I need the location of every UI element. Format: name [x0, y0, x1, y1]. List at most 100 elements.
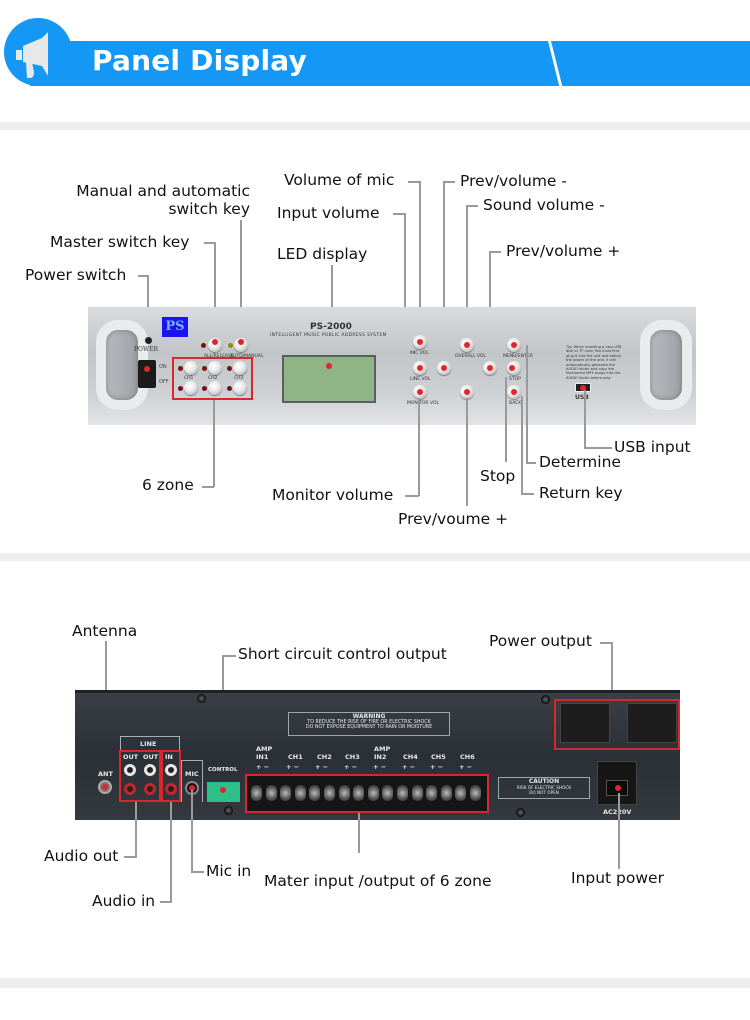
screw-terminal[interactable]: [367, 785, 379, 801]
screw-terminal[interactable]: [294, 785, 306, 801]
marker-dot: [238, 339, 244, 345]
power-outlet[interactable]: [560, 703, 610, 743]
terminal-group-label: CH3: [345, 753, 360, 761]
model-name: PS-2000: [310, 322, 352, 332]
prev-volume-minus-button[interactable]: [437, 361, 451, 375]
leader-line: [466, 205, 468, 345]
megaphone-icon: [16, 32, 48, 78]
mic-vol-button[interactable]: [413, 335, 427, 349]
mic-label: MIC: [185, 770, 199, 778]
stop-button[interactable]: [507, 361, 521, 375]
mic-frame: [181, 760, 203, 802]
audio-out-jack-red[interactable]: [144, 783, 156, 795]
caution-line: DO NOT OPEN: [529, 790, 559, 795]
leader-line: [358, 813, 360, 853]
back-button[interactable]: [507, 385, 521, 399]
terminal-labels: AMP IN1 CH1 CH2 CH3 AMP IN2 CH4 CH5 CH6 …: [250, 745, 486, 775]
master-switch-button[interactable]: [208, 338, 222, 352]
screw-terminal[interactable]: [265, 785, 277, 801]
section-separator: [0, 553, 750, 561]
callout-audio-out: Audio out: [44, 847, 119, 865]
screw-terminal[interactable]: [411, 785, 423, 801]
auto-manual-button[interactable]: [234, 338, 248, 352]
terminal-row: [251, 785, 487, 803]
zone-button-ch2[interactable]: [208, 361, 222, 375]
overall-vol-down-button[interactable]: [460, 385, 474, 399]
audio-in-jack-red[interactable]: [165, 783, 177, 795]
audio-out-jack-white[interactable]: [144, 764, 156, 776]
screw: [224, 806, 233, 815]
polarity-label: + −: [315, 763, 329, 771]
zone-button-ch6[interactable]: [233, 381, 247, 395]
control-terminal[interactable]: [207, 782, 240, 802]
leader-line: [466, 205, 478, 207]
leader-line: [418, 398, 420, 496]
audio-in-jack-white[interactable]: [165, 764, 177, 776]
terminal-group-label: CH6: [460, 753, 475, 761]
control-label: MONITOR VOL: [407, 401, 440, 406]
callout-master-switch: Master switch key: [50, 233, 190, 251]
leader-line: [124, 856, 137, 858]
antenna-connector[interactable]: [98, 780, 112, 794]
audio-out-jack-white[interactable]: [124, 764, 136, 776]
screw-terminal[interactable]: [455, 785, 467, 801]
callout-mic-in: Mic in: [206, 862, 252, 880]
zone-led: [178, 366, 183, 371]
callout-sound-volume-minus: Sound volume -: [483, 196, 605, 214]
callout-6-zone: 6 zone: [142, 476, 194, 494]
marker-dot: [511, 342, 517, 348]
control-label: CONTROL: [208, 767, 238, 773]
zone-label: CH2: [208, 376, 218, 381]
terminal-highlight: [245, 774, 489, 813]
power-switch[interactable]: [138, 360, 156, 388]
zone-button-ch3[interactable]: [233, 361, 247, 375]
screw-terminal[interactable]: [440, 785, 452, 801]
section-separator: [0, 122, 750, 130]
on-label: ON: [159, 364, 167, 370]
menu-enter-button[interactable]: [507, 338, 521, 352]
control-label: MIC VOL: [410, 351, 429, 356]
power-input-socket[interactable]: [597, 761, 637, 805]
screw: [516, 808, 525, 817]
overall-vol-up-button[interactable]: [460, 338, 474, 352]
leader-line: [213, 400, 215, 487]
polarity-label: + −: [373, 763, 387, 771]
leader-line: [505, 377, 507, 462]
callout-determine: Determine: [539, 453, 621, 471]
screw-terminal[interactable]: [353, 785, 365, 801]
screw-terminal[interactable]: [397, 785, 408, 801]
callout-line-2: switch key: [168, 200, 250, 218]
screw-terminal[interactable]: [470, 785, 481, 801]
zone-button-ch1[interactable]: [184, 361, 198, 375]
marker-dot: [511, 389, 517, 395]
button-label: AUTO/MANUAL: [230, 354, 264, 359]
marker-dot: [326, 363, 332, 369]
callout-prev-volume-plus: Prev/volume +: [506, 242, 621, 260]
callout-power-output: Power output: [489, 632, 592, 650]
callout-mater-io: Mater input /output of 6 zone: [264, 872, 492, 890]
page-title: Panel Display: [92, 44, 307, 77]
zone-button-ch5[interactable]: [208, 381, 222, 395]
marker-dot: [417, 339, 423, 345]
line-vol-button[interactable]: [413, 361, 427, 375]
marker-dot: [212, 339, 218, 345]
screw-terminal[interactable]: [382, 785, 394, 801]
screw-terminal[interactable]: [426, 785, 438, 801]
audio-out-jack-red[interactable]: [124, 783, 136, 795]
screw-terminal[interactable]: [309, 785, 321, 801]
audio-in-highlight: [161, 750, 181, 802]
screw-terminal[interactable]: [251, 785, 262, 801]
monitor-vol-button[interactable]: [413, 385, 427, 399]
screw-terminal[interactable]: [280, 785, 292, 801]
marker-dot: [102, 784, 108, 790]
line-label: LINE: [140, 740, 157, 748]
usb-port[interactable]: [575, 383, 591, 392]
screw-terminal[interactable]: [338, 785, 350, 801]
polarity-label: + −: [344, 763, 358, 771]
power-outlet[interactable]: [627, 703, 677, 743]
zone-button-ch4[interactable]: [184, 381, 198, 395]
prev-volume-plus-button[interactable]: [483, 361, 497, 375]
leader-line: [584, 390, 586, 448]
screw-terminal[interactable]: [324, 785, 335, 801]
marker-dot: [615, 785, 621, 791]
